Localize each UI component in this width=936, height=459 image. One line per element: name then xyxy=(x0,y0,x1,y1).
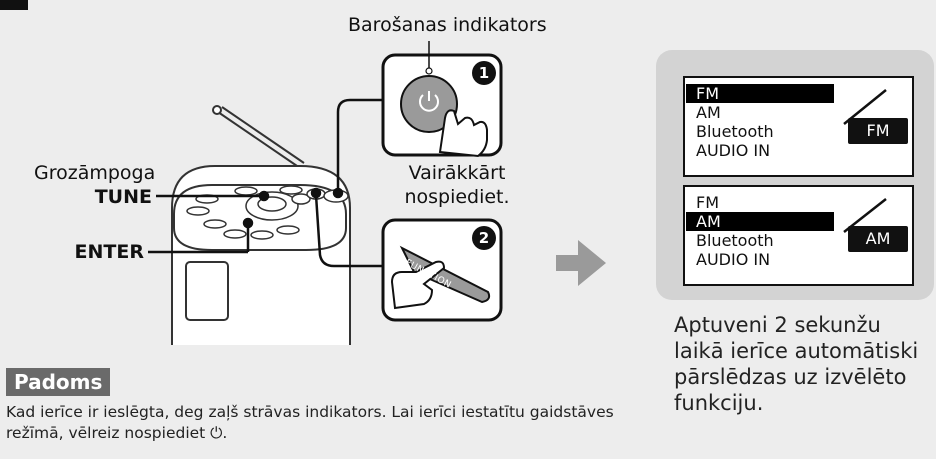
corner-marker xyxy=(0,0,28,10)
display-item-bluetooth: Bluetooth xyxy=(696,231,774,250)
antenna xyxy=(212,105,305,169)
leader-lines xyxy=(148,98,383,268)
step1-number: 1 xyxy=(478,64,490,82)
display-badge-1: FM xyxy=(848,118,908,144)
display-list-1: FM AM Bluetooth AUDIO IN xyxy=(686,84,834,160)
power-indicator-label: Barošanas indikators xyxy=(348,14,547,36)
display-item-fm: FM xyxy=(686,84,834,103)
dial-label-line1: Grozāmpoga xyxy=(34,162,156,184)
tips-title: Padoms xyxy=(6,368,111,396)
step2-panel xyxy=(381,218,503,322)
repeat-label-line2: nospiediet. xyxy=(404,186,510,208)
display-item-audio-in: AUDIO IN xyxy=(696,250,771,269)
display-item-am: AM xyxy=(686,212,834,231)
repeat-label: Vairākkārt nospiediet. xyxy=(383,161,531,209)
display-list-2: FM AM Bluetooth AUDIO IN xyxy=(686,193,834,269)
display-badge-2: AM xyxy=(848,226,908,252)
display-item-fm: FM xyxy=(696,193,720,212)
dial-label: Grozāmpoga TUNE xyxy=(34,161,156,209)
dial-label-line2: TUNE xyxy=(94,186,152,208)
auto-switch-caption: Aptuveni 2 sekunžu laikā ierīce automāti… xyxy=(674,313,919,415)
enter-label: ENTER xyxy=(74,241,144,263)
display-item-am: AM xyxy=(696,103,721,122)
display-item-bluetooth: Bluetooth xyxy=(696,122,774,141)
tips-text: Kad ierīce ir ieslēgta, deg zaļš strāvas… xyxy=(6,403,614,442)
repeat-label-line1: Vairākkārt xyxy=(408,162,506,184)
display-item-audio-in: AUDIO IN xyxy=(696,141,771,160)
power-icon xyxy=(419,91,439,112)
finger-press-icon xyxy=(438,109,488,158)
finger-press-icon xyxy=(390,260,446,310)
step2-number: 2 xyxy=(478,229,490,247)
step1-panel xyxy=(381,41,503,158)
arrow-right-icon xyxy=(556,240,606,286)
